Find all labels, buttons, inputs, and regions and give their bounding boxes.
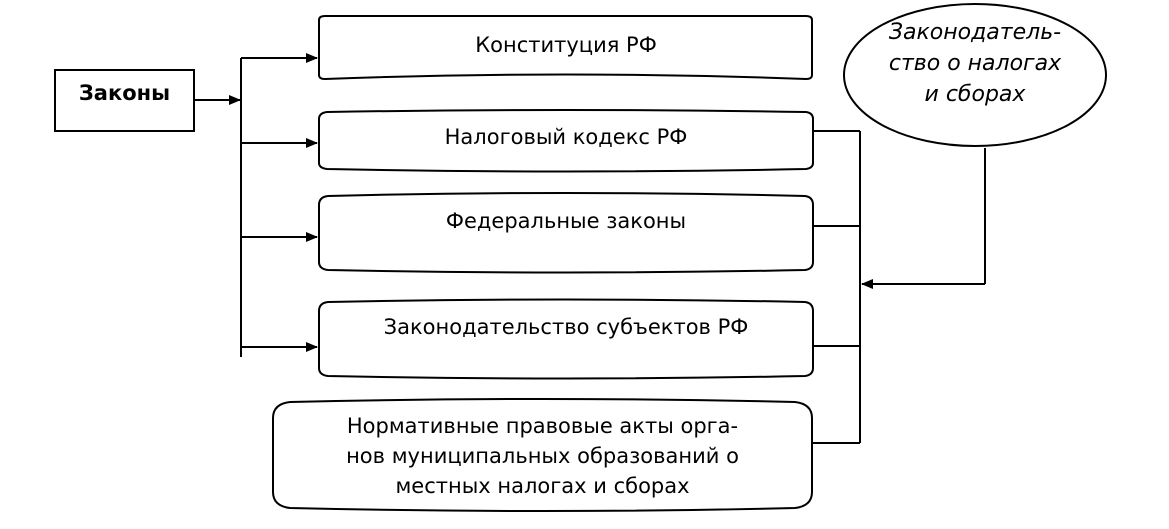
root-label: Законы [78,81,171,105]
ellipse-line-1: Законодатель- [888,20,1062,45]
regional-legislation-box [318,298,814,380]
tax-legislation-ellipse [843,3,1107,147]
municipal-acts-line-1: Нормативные правовые акты орга- [346,414,739,438]
municipal-acts-line-2: нов муниципальных образований о [346,444,739,468]
regional-legislation-label: Законодательство субъектов РФ [383,315,749,339]
tax-code-label: Налоговый кодекс РФ [444,125,688,149]
constitution-box [318,15,813,81]
federal-laws-box [318,192,814,274]
tax-legislation-label: Законодатель- ство о налогах и сборах [860,17,1090,110]
ellipse-line-2: ство о налогах [888,51,1062,76]
root-box [54,69,195,132]
municipal-acts-label: Нормативные правовые акты орга- нов муни… [273,411,812,501]
ellipse-line-3: и сборах [924,82,1026,107]
federal-laws-label: Федеральные законы [445,209,687,233]
constitution-label: Конституция РФ [475,33,657,57]
municipal-acts-line-3: местных налогах и сборах [395,474,690,498]
tax-code-box [318,109,814,173]
municipal-acts-box [272,398,813,512]
